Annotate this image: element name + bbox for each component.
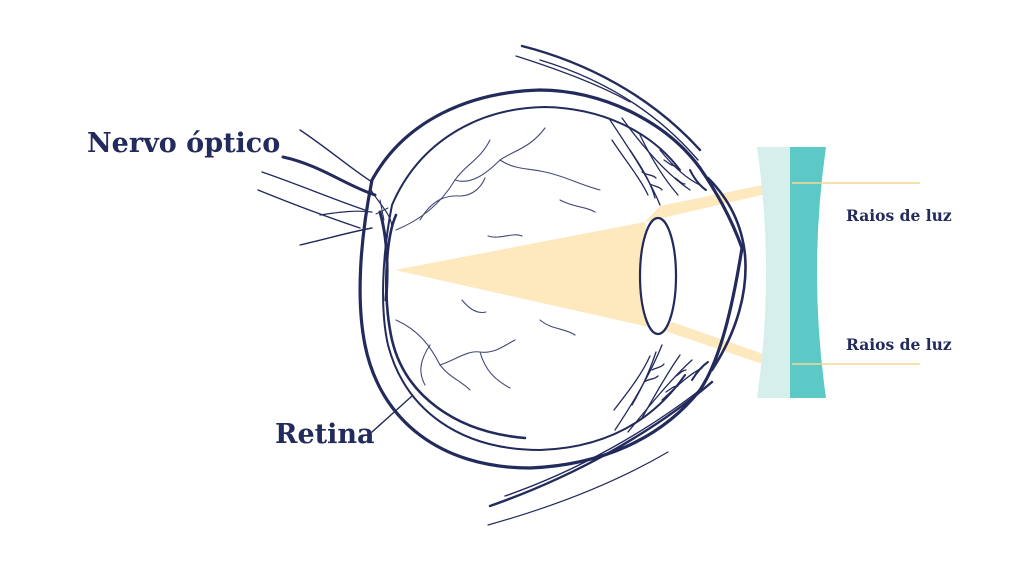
lens-back-half (757, 147, 790, 398)
choroid-line (382, 106, 686, 451)
concave-lens-icon (757, 147, 826, 398)
sclera-outline (358, 88, 744, 470)
optic-nerve-label: Nervo óptico (87, 128, 280, 159)
eyelid-bottom (487, 380, 714, 526)
light-beam (395, 179, 792, 374)
crystalline-lens (638, 216, 678, 336)
lens-front-half (790, 147, 826, 398)
light-beam-lower (662, 322, 792, 374)
light-ray-lines (792, 182, 920, 365)
eye-anatomy-icon (257, 44, 747, 526)
light-rays-top-label: Raios de luz (846, 206, 952, 225)
light-rays-bottom-label: Raios de luz (846, 335, 952, 354)
retina-leader-line (371, 395, 413, 433)
ciliary-body-upper (609, 117, 707, 206)
ciliary-body-lower (613, 344, 709, 433)
retinal-veins (395, 127, 601, 391)
optic-disc (378, 210, 389, 302)
eyelid-top (515, 44, 702, 161)
cornea (706, 176, 747, 372)
retina-line (385, 213, 527, 440)
retina-label: Retina (275, 419, 374, 450)
light-beam-cone (395, 222, 662, 330)
optic-nerve (257, 129, 393, 246)
